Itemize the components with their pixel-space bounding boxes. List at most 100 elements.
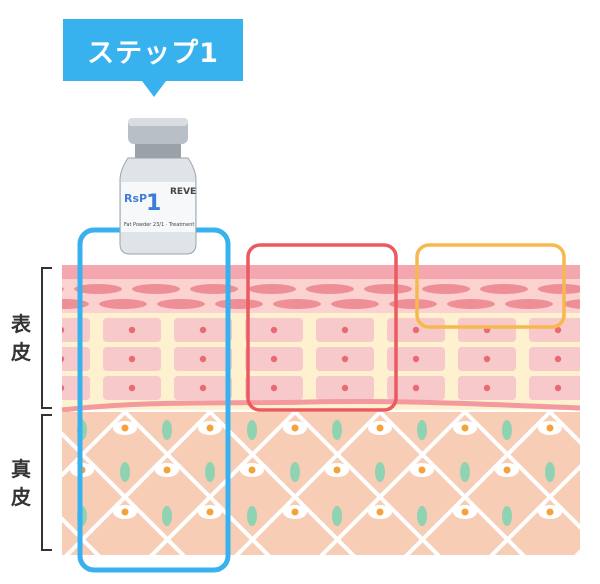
dermis-pattern — [28, 410, 600, 555]
dermis-label-char-1: 真 — [11, 457, 31, 481]
epidermis-cell-nucleus — [270, 355, 278, 363]
epidermis-cell-nucleus — [128, 384, 136, 392]
dermis-cell-nucleus — [589, 467, 596, 474]
basement-membrane — [61, 398, 581, 413]
flat-cell — [422, 284, 470, 294]
epidermis-cell — [62, 347, 90, 371]
flat-cell — [62, 287, 64, 291]
dermis-cell-nucleus — [291, 508, 299, 516]
flat-cell — [273, 299, 321, 309]
epidermis-cell-nucleus — [554, 384, 562, 392]
dermis-cell-nucleus — [461, 424, 469, 432]
dermis-fiber-line — [404, 410, 552, 555]
epidermis-cell-nucleus — [128, 355, 136, 363]
dermis-cell-nucleus — [461, 508, 469, 516]
flat-cell — [190, 284, 238, 294]
fibroblast — [205, 462, 215, 482]
epidermis-cell — [529, 318, 580, 342]
flat-cell — [99, 299, 147, 309]
flat-cell — [389, 299, 437, 309]
dermis-cell-nucleus — [503, 466, 511, 474]
fibroblast — [545, 462, 555, 482]
epidermis-cell-nucleus — [270, 384, 278, 392]
flat-cell — [505, 299, 553, 309]
vial-icon: RsP 1 REVE Fat Powder 23/1 · Treatment — [119, 118, 197, 255]
dermis-cell-nucleus — [333, 466, 341, 474]
vial-label-fine-print: Fat Powder 23/1 · Treatment — [124, 222, 194, 228]
epidermis-cell-nucleus — [199, 384, 207, 392]
epidermis-cell — [62, 318, 90, 342]
dermis-cell — [28, 421, 52, 435]
fibroblast — [460, 462, 470, 482]
epidermis-label: 表 皮 — [8, 310, 34, 366]
dermis-fiber-line — [463, 410, 580, 530]
fibroblast — [290, 462, 300, 482]
epidermis-cell-nucleus — [341, 326, 349, 334]
stratum-band-top — [62, 265, 580, 279]
epidermis-cell-nucleus — [62, 326, 65, 334]
epidermis-cell-nucleus — [62, 384, 65, 392]
dermis-cell-nucleus — [546, 424, 554, 432]
flat-cell — [132, 284, 180, 294]
dermis-fiber-line — [319, 410, 467, 555]
epidermis-label-char-2: 皮 — [11, 340, 31, 364]
flat-cell — [480, 284, 528, 294]
dermis-cell-nucleus — [248, 466, 256, 474]
flat-cell — [74, 284, 122, 294]
dermis-cell-nucleus — [418, 466, 426, 474]
epidermis-cell-nucleus — [483, 355, 491, 363]
epidermis-cell-nucleus — [341, 384, 349, 392]
epidermis-label-char-1: 表 — [11, 312, 31, 336]
dermis-cell-nucleus — [376, 424, 384, 432]
dermis-cell-nucleus — [206, 508, 214, 516]
fibroblast — [502, 420, 512, 440]
dermis-cell — [580, 463, 600, 477]
epidermis-cell-nucleus — [341, 355, 349, 363]
epidermis-cell-nucleus — [483, 384, 491, 392]
flat-cell — [306, 284, 354, 294]
epidermis-cell-nucleus — [554, 355, 562, 363]
dermis-cell-nucleus — [291, 424, 299, 432]
vial-label-number: 1 — [146, 191, 161, 216]
fibroblast — [417, 420, 427, 440]
epidermis-cell-nucleus — [199, 355, 207, 363]
fibroblast — [35, 462, 45, 482]
fibroblast — [587, 420, 597, 440]
epidermis-cell-nucleus — [412, 384, 420, 392]
fibroblast — [502, 506, 512, 526]
dermis-cell-nucleus — [121, 508, 129, 516]
epidermis-cell-nucleus — [554, 326, 562, 334]
dermis-fiber-line — [62, 431, 186, 555]
fibroblast — [417, 506, 427, 526]
dermis-fiber-line — [62, 410, 127, 478]
dermis-label-char-2: 皮 — [11, 485, 31, 509]
fibroblast — [247, 506, 257, 526]
highlight-box-orange — [415, 243, 566, 329]
dermis-fiber-line — [149, 410, 297, 555]
dermis-cell-nucleus — [121, 424, 129, 432]
step-badge-pointer — [142, 81, 166, 97]
flat-cell — [331, 299, 379, 309]
dermis-fiber-line — [234, 410, 382, 555]
epidermis-cell-nucleus — [128, 326, 136, 334]
dermis-fiber-line — [123, 410, 271, 555]
flat-cell — [248, 284, 296, 294]
vial-label-main: RsP — [124, 192, 147, 205]
epidermis-cell-nucleus — [62, 355, 65, 363]
flat-cell — [538, 284, 580, 294]
fibroblast — [247, 420, 257, 440]
fibroblast — [162, 506, 172, 526]
flat-cell — [157, 299, 205, 309]
highlight-box-red — [246, 243, 398, 412]
dermis-cell-nucleus — [206, 424, 214, 432]
dermis-cell-nucleus — [376, 508, 384, 516]
epidermis-cell-nucleus — [412, 355, 420, 363]
epidermis-cell — [529, 376, 580, 400]
dermis-fiber-line — [62, 516, 101, 555]
epidermis-cell-nucleus — [199, 326, 207, 334]
dermis-fiber-line — [489, 464, 580, 555]
fibroblast — [332, 506, 342, 526]
vial-label-brand: REVE — [170, 187, 196, 197]
fibroblast — [375, 462, 385, 482]
